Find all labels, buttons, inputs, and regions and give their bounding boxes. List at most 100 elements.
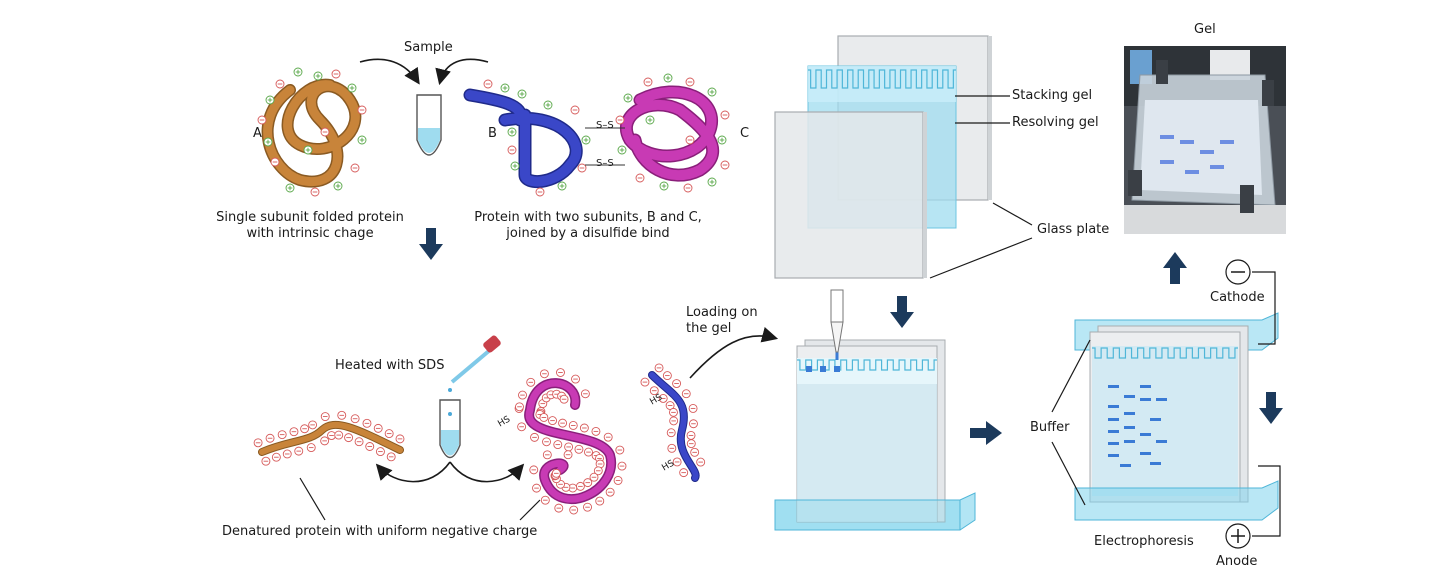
positive-charge-icon — [357, 135, 367, 145]
positive-charge-icon — [285, 183, 295, 193]
negative-charge-icon — [568, 420, 578, 430]
negative-charge-icon — [558, 418, 568, 428]
negative-charge-icon — [386, 452, 396, 462]
negative-charge-icon — [662, 371, 672, 381]
negative-charge-icon — [570, 105, 580, 115]
loading-arrow — [689, 326, 779, 379]
negative-charge-icon — [539, 369, 549, 379]
negative-charge-icon — [350, 163, 360, 173]
protein-band — [1156, 440, 1167, 443]
negative-charge-icon — [679, 468, 689, 478]
negative-charge-icon — [689, 419, 698, 429]
protein-band — [1156, 398, 1167, 401]
positive-charge-icon — [500, 83, 510, 93]
negative-charge-icon — [559, 394, 569, 404]
negative-charge-icon — [354, 437, 364, 447]
negative-charge-icon — [667, 443, 677, 453]
sample-label: Sample — [404, 40, 453, 55]
negative-charge-icon — [275, 79, 285, 89]
process-arrow-right-icon — [970, 421, 1002, 445]
negative-charge-icon — [617, 461, 627, 471]
buffer-pointer-bottom — [1051, 441, 1086, 506]
negative-charge-icon — [535, 187, 545, 197]
positive-charge-icon — [707, 177, 717, 187]
protein-band — [1108, 385, 1119, 388]
negative-charge-icon — [589, 472, 599, 482]
negative-charge-icon — [583, 502, 592, 512]
negative-charge-icon — [685, 77, 695, 87]
gel-photo-label: Gel — [1194, 22, 1216, 37]
negative-charge-icon — [690, 447, 700, 457]
protein-band — [1140, 433, 1151, 436]
negative-charge-icon — [257, 115, 267, 125]
negative-charge-icon — [282, 449, 292, 459]
negative-charge-icon — [320, 412, 330, 422]
negative-charge-icon — [553, 440, 563, 450]
negative-charge-icon — [542, 450, 552, 460]
protein-band — [1120, 464, 1131, 467]
negative-charge-icon — [635, 173, 645, 183]
positive-charge-icon — [543, 100, 553, 110]
negative-charge-icon — [654, 363, 664, 373]
negative-charge-icon — [310, 187, 320, 197]
heated-tube-icon — [439, 399, 461, 459]
negative-charge-icon — [666, 428, 676, 438]
negative-charge-icon — [554, 503, 564, 513]
positive-charge-icon — [517, 89, 527, 99]
anode-label: Anode — [1216, 554, 1258, 569]
protein-band — [1108, 418, 1119, 421]
negative-charge-icon — [375, 447, 385, 457]
denatured-pointer-c — [519, 499, 541, 521]
negative-charge-icon — [320, 127, 330, 137]
negative-charge-icon — [384, 429, 394, 439]
protein-band — [1124, 412, 1135, 415]
negative-charge-icon — [300, 424, 310, 434]
protein-band — [1108, 405, 1119, 408]
negative-charge-icon — [577, 163, 587, 173]
negative-charge-icon — [685, 135, 695, 145]
positive-charge-icon — [303, 145, 313, 155]
negative-charge-icon — [373, 423, 383, 433]
protein-band — [1150, 462, 1161, 465]
positive-charge-icon — [659, 181, 669, 191]
negative-charge-icon — [261, 456, 271, 466]
glass-plate-pointer-bottom — [929, 237, 1033, 279]
protein-b-ribbon — [463, 88, 583, 189]
denatured-pointer-a — [299, 477, 326, 521]
negative-charge-icon — [649, 386, 659, 396]
electrophoresis-label: Electrophoresis — [1094, 534, 1194, 549]
process-arrow-down-icon — [890, 296, 914, 328]
positive-charge-icon — [263, 137, 273, 147]
negative-charge-icon — [517, 422, 527, 432]
negative-charge-icon — [365, 442, 375, 451]
two-subunits-caption: Protein with two subunits, B and C, join… — [474, 210, 702, 241]
negative-charge-icon — [575, 481, 585, 491]
negative-charge-icon — [563, 450, 573, 460]
protein-c-label: C — [740, 126, 750, 141]
split-arrow-right — [449, 461, 525, 483]
protein-band — [1108, 442, 1119, 445]
protein-band — [1108, 430, 1119, 433]
process-arrows — [419, 228, 1283, 445]
positive-charge-icon — [663, 73, 673, 83]
electrophoresis-tank — [1074, 259, 1281, 549]
negative-charge-icon — [591, 426, 601, 436]
negative-charge-icon — [334, 430, 344, 440]
negative-charge-icon — [613, 475, 623, 485]
negative-charge-icon — [271, 452, 281, 462]
negative-charge-icon — [270, 157, 280, 167]
protein-band — [1124, 426, 1135, 429]
sample-tube-icon — [416, 94, 442, 156]
negative-charge-icon — [681, 389, 691, 399]
heated-sds-label: Heated with SDS — [335, 358, 445, 373]
negative-charge-icon — [603, 432, 613, 442]
negative-charge-icon — [672, 457, 682, 467]
protein-band — [1108, 454, 1119, 457]
sample-arrow-right — [435, 58, 489, 86]
negative-charge-icon — [344, 433, 354, 443]
negative-charge-icon — [308, 420, 318, 430]
negative-charge-icon — [643, 77, 653, 87]
negative-charge-icon — [686, 439, 696, 449]
